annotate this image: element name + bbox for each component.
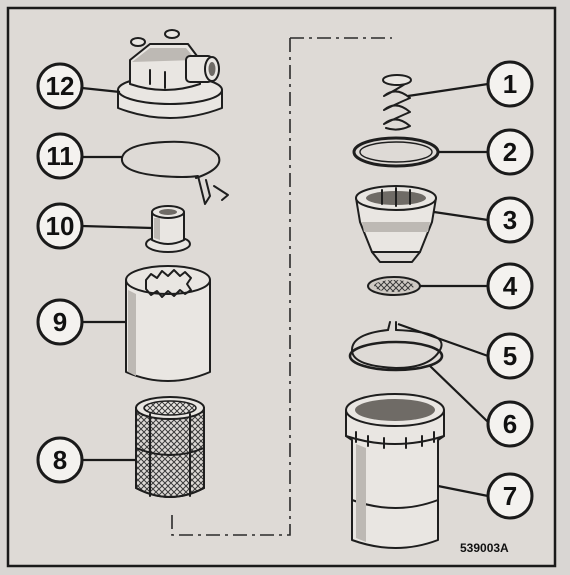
callout-9: 9 xyxy=(36,298,84,346)
callout-5: 5 xyxy=(486,332,534,380)
part-mesh-strainer xyxy=(135,396,205,498)
callout-1: 1 xyxy=(486,60,534,108)
callout-6-label: 6 xyxy=(503,409,517,439)
part-filter-element xyxy=(125,265,211,382)
part-o-ring-lower xyxy=(348,340,444,372)
callout-10-label: 10 xyxy=(46,211,75,241)
part-filter-bowl xyxy=(345,393,445,549)
part-relief-valve xyxy=(145,205,191,253)
callout-12: 12 xyxy=(36,62,84,110)
callout-3: 3 xyxy=(486,196,534,244)
part-gauze-disc xyxy=(367,276,421,296)
callout-7-label: 7 xyxy=(503,481,517,511)
callout-12-label: 12 xyxy=(46,71,75,101)
assembly-centerline xyxy=(171,37,392,536)
callout-11-label: 11 xyxy=(46,141,74,171)
callout-2: 2 xyxy=(486,128,534,176)
part-spring xyxy=(382,74,412,131)
leader-lines xyxy=(81,82,489,498)
callout-8-label: 8 xyxy=(53,445,67,475)
callout-4: 4 xyxy=(486,262,534,310)
callout-8: 8 xyxy=(36,436,84,484)
part-filter-head xyxy=(117,29,223,119)
callout-9-label: 9 xyxy=(53,307,67,337)
callout-5-label: 5 xyxy=(503,341,517,371)
callout-4-label: 4 xyxy=(503,271,518,301)
callout-7: 7 xyxy=(486,472,534,520)
callout-3-label: 3 xyxy=(503,205,517,235)
callout-10: 10 xyxy=(36,202,84,250)
part-retaining-clip xyxy=(120,140,229,205)
callout-2-label: 2 xyxy=(503,137,517,167)
callout-1-label: 1 xyxy=(503,69,517,99)
callout-6: 6 xyxy=(486,400,534,448)
part-valve-body xyxy=(355,185,437,263)
callout-11: 11 xyxy=(36,132,84,180)
figure-reference-code: 539003A xyxy=(460,541,509,555)
